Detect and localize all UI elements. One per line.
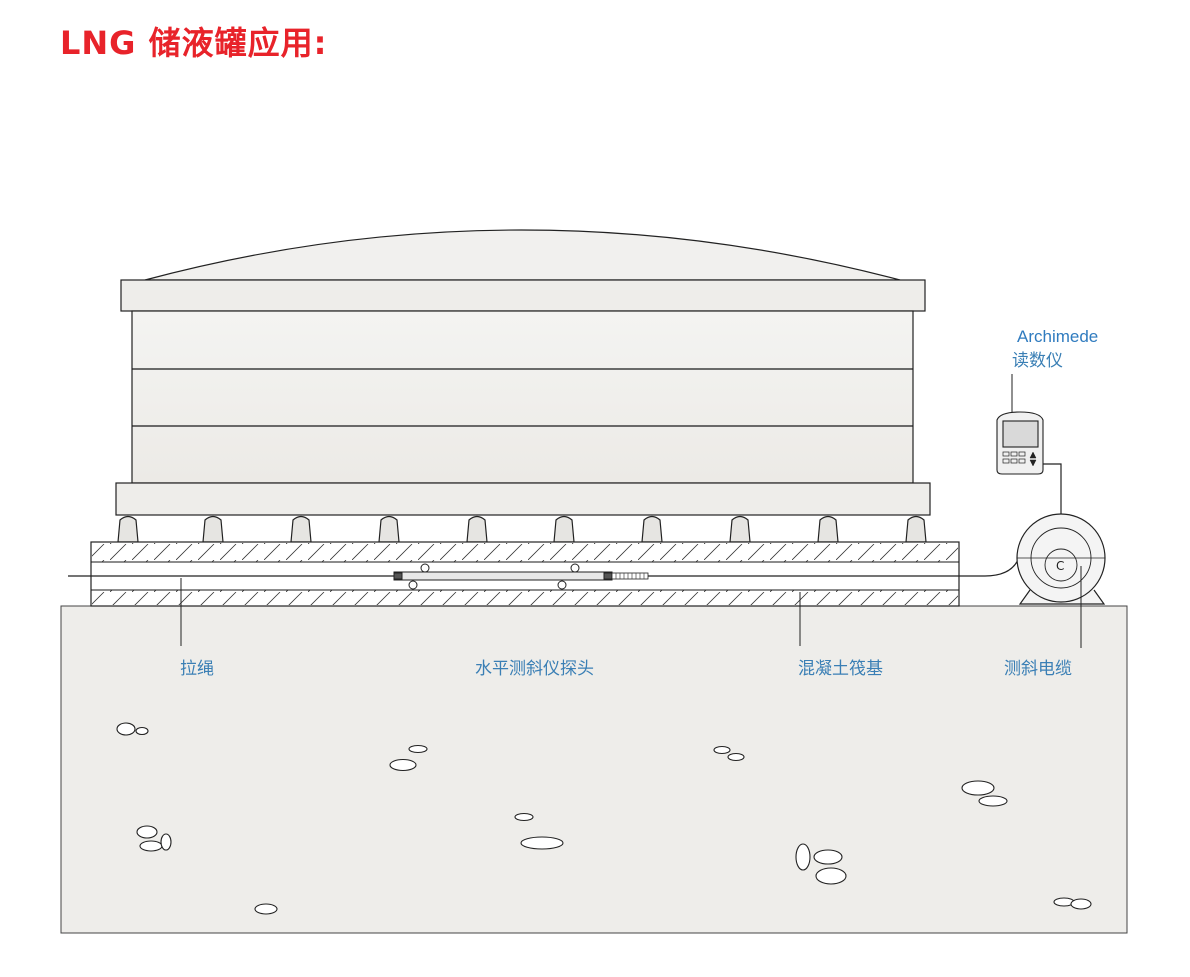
tank-body [131,310,914,484]
tank-dome [144,229,901,281]
cable-line [648,559,1019,577]
svg-text:C: C [1056,559,1064,573]
label-pull-rope: 拉绳 [180,659,214,679]
label-archimede: Archimede [1017,327,1098,346]
inclinometer-probe [393,563,649,590]
page-title: LNG 储液罐应用: [60,24,328,62]
support-piers [117,515,927,543]
tank-base [115,482,931,516]
ground-stones [116,722,1092,915]
label-foundation: 混凝土筏基 [798,659,883,679]
cable-reel: C [1016,513,1106,605]
label-readout: 读数仪 [1012,351,1063,371]
tank-roof-rim [120,279,926,312]
ground [60,605,1128,934]
readout-unit [996,411,1044,475]
label-probe: 水平测斜仪探头 [475,659,594,679]
label-cable: 测斜电缆 [1004,659,1072,679]
readout-cable [1043,463,1062,514]
